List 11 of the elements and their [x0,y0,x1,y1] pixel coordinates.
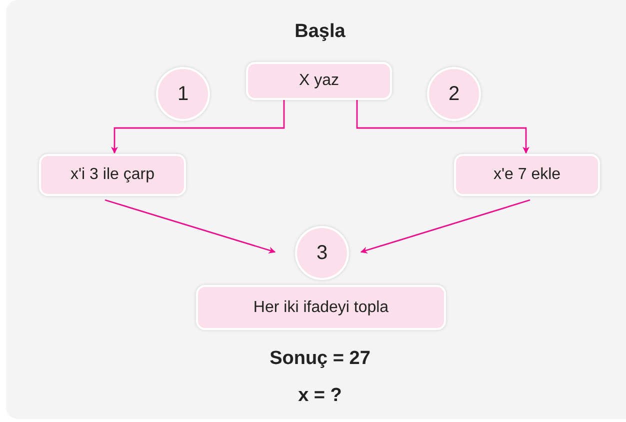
result-text: x = ? [297,384,343,408]
process-box: x'i 3 ile çarp [39,154,186,196]
process-box: X yaz [246,62,392,100]
process-box: x'e 7 ekle [454,154,600,196]
arrow [104,199,276,254]
process-box: Her iki ifadeyi topla [196,285,446,330]
arrow [356,100,530,154]
arrow [360,199,530,254]
title: Başla [294,20,346,44]
arrow [111,100,285,154]
result-text: Sonuç = 27 [268,347,372,371]
